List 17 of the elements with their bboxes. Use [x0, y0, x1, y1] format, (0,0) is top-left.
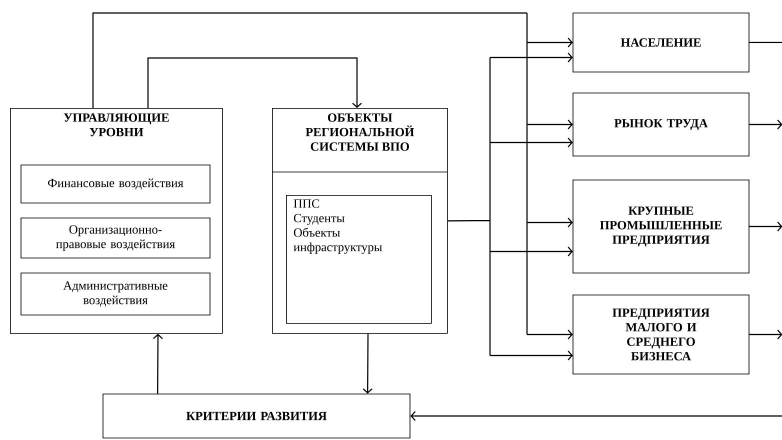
arrow: [147, 57, 362, 108]
arrow: [447, 52, 574, 361]
influence-box: Административные воздействия: [20, 272, 210, 316]
target-box: НАСЕЛЕНИЕ: [572, 12, 750, 72]
target-box: ПРЕДПРИЯТИЯ МАЛОГО И СРЕДНЕГО БИЗНЕСА: [572, 294, 750, 374]
arrow: [153, 334, 163, 394]
influence-box: Организационно-правовые воздействия: [20, 218, 210, 258]
arrow: [749, 222, 782, 232]
arrow: [410, 411, 782, 421]
target-box: КРУПНЫЕ ПРОМЫШЛЕННЫЕ ПРЕДПРИЯТИЯ: [572, 180, 750, 274]
influence-box: Финансовые воздействия: [20, 164, 210, 204]
target-box: РЫНОК ТРУДА: [572, 92, 750, 156]
arrow: [749, 330, 782, 340]
criteria-box: КРИТЕРИИ РАЗВИТИЯ: [102, 394, 410, 438]
arrow: [749, 120, 782, 130]
list-box: ППС Студенты Объекты инфраструктуры: [286, 195, 432, 324]
arrow: [362, 334, 373, 394]
